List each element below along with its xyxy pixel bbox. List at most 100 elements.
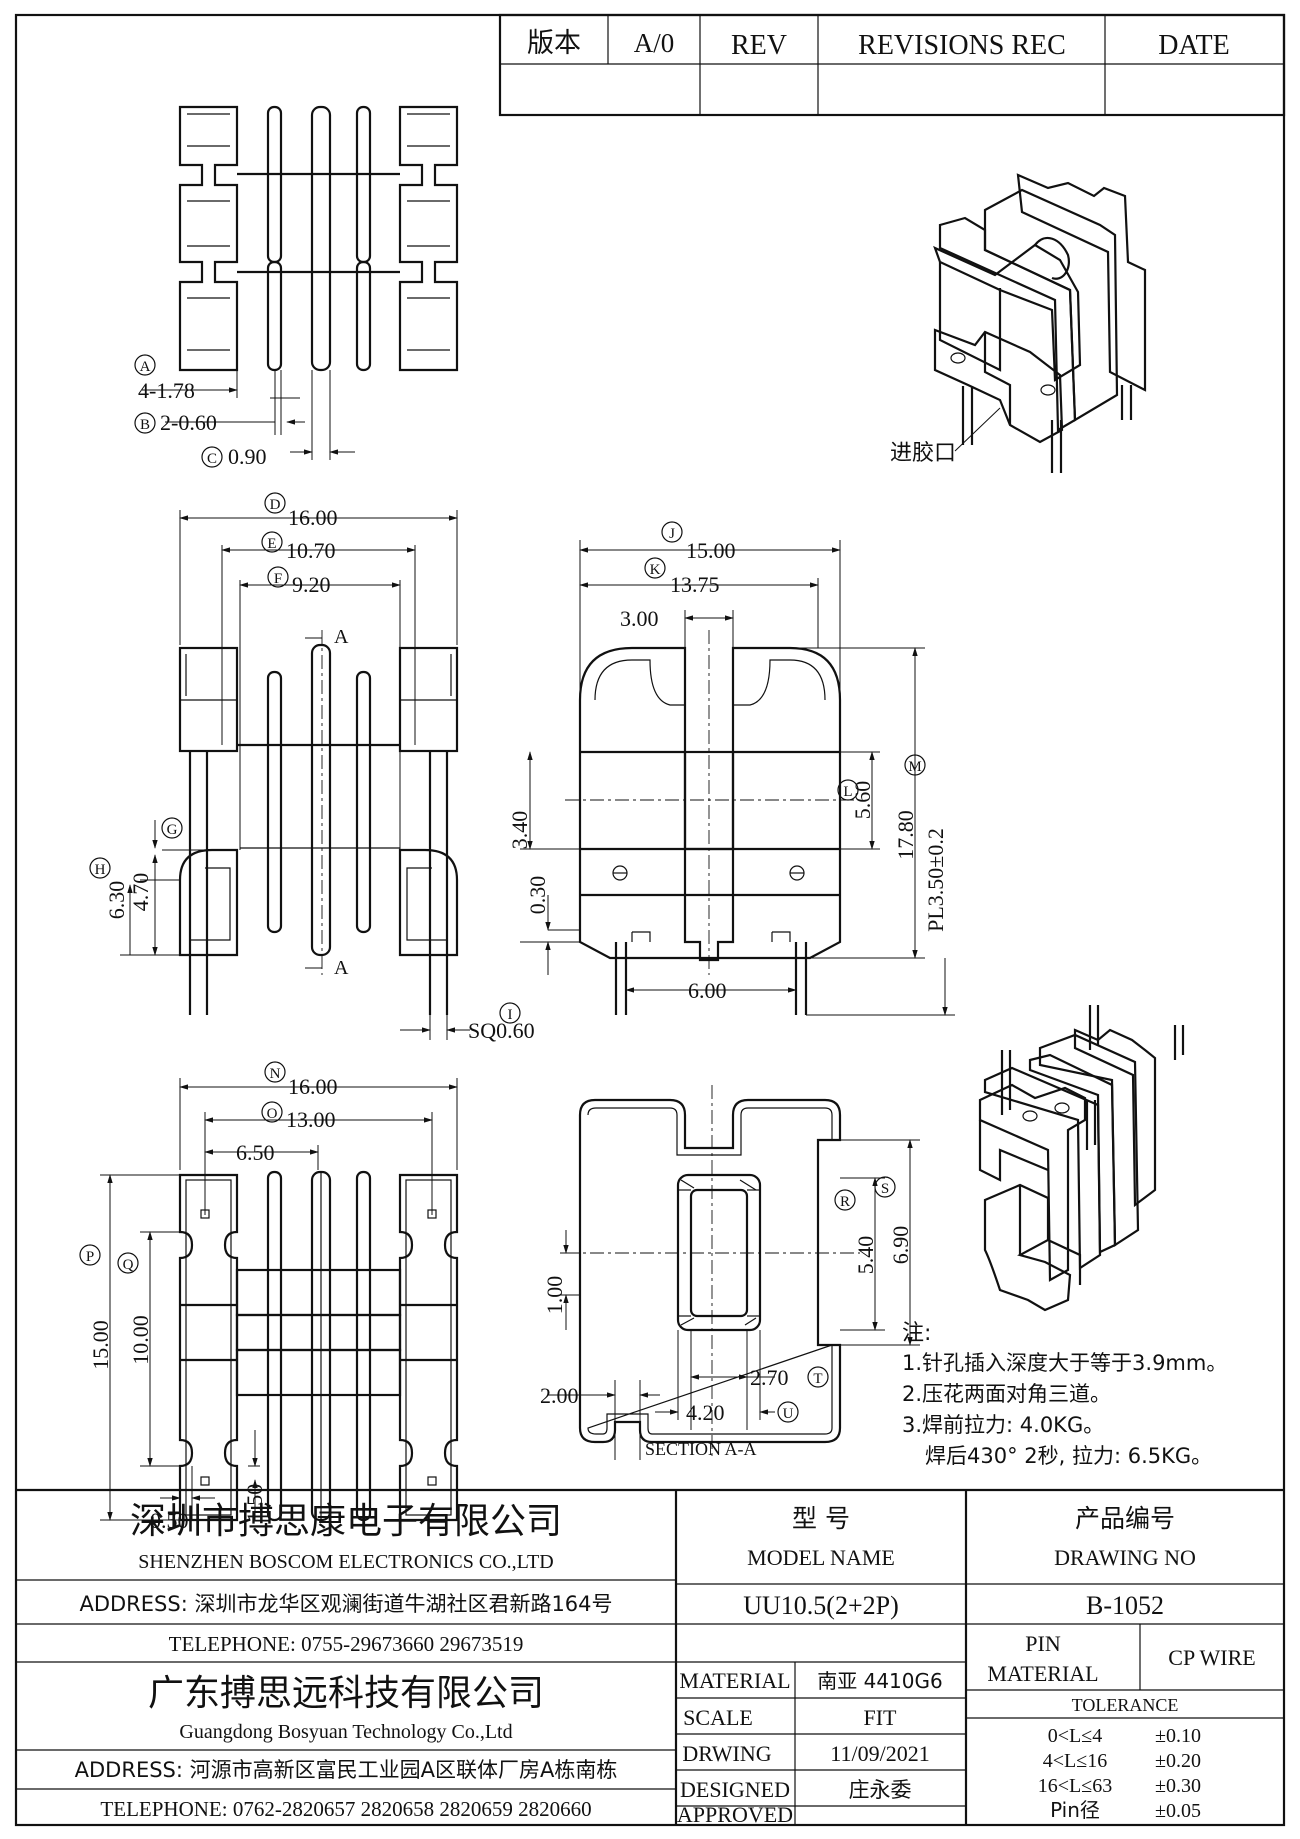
callout-d: D — [270, 497, 281, 513]
callout-f: F — [274, 571, 282, 587]
tolerance-value-4: ±0.05 — [1155, 1800, 1201, 1822]
title-block: 深圳市搏思康电子有限公司 SHENZHEN BOSCOM ELECTRONICS… — [16, 1488, 1284, 1827]
dim-g: 4.70 — [128, 873, 153, 912]
version-value: A/0 — [634, 28, 675, 58]
tolerance-value-3: ±0.30 — [1155, 1775, 1201, 1797]
dim-pin-span: 6.00 — [688, 978, 727, 1003]
scale-value: FIT — [864, 1705, 898, 1730]
dim-s: 6.90 — [888, 1226, 913, 1265]
telephone1: TELEPHONE: 0755-29673660 29673519 — [169, 1632, 524, 1656]
iso-view-back: 进胶口 — [890, 173, 1147, 473]
callout-a: A — [140, 359, 151, 375]
section-a-a: R S 5.40 6.90 1.00 2.00 2.70 T 4.20 U SE… — [540, 1085, 920, 1460]
callout-p: P — [86, 1249, 94, 1265]
callout-t: T — [813, 1371, 822, 1387]
callout-c: C — [207, 451, 217, 467]
drawing-date: 11/09/2021 — [830, 1741, 929, 1766]
tolerance-range-4: Pin径 — [1050, 1798, 1100, 1822]
rev-header: REV — [731, 30, 787, 61]
section-mark-top: A — [334, 626, 349, 648]
dim-e: 10.70 — [286, 538, 336, 563]
callout-k: K — [650, 562, 661, 578]
dim-p: 15.00 — [88, 1320, 113, 1370]
dim-n: 16.00 — [288, 1074, 338, 1099]
dim-a: 4-1.78 — [138, 378, 195, 403]
dim-sec2: 2.00 — [540, 1383, 579, 1408]
drawing-no-label-cn: 产品编号 — [1075, 1504, 1175, 1533]
tolerance-value-2: ±0.20 — [1155, 1750, 1201, 1772]
dim-c: 0.90 — [228, 444, 267, 469]
dim-m: 17.80 — [893, 810, 918, 860]
tolerance-range-2: 4<L≤16 — [1043, 1750, 1107, 1772]
callout-q: Q — [123, 1257, 134, 1273]
tolerance-label: TOLERANCE — [1072, 1695, 1179, 1715]
model-label-cn: 型 号 — [792, 1504, 850, 1533]
callout-s: S — [881, 1181, 889, 1197]
dim-f: 9.20 — [292, 572, 331, 597]
version-label: 版本 — [527, 28, 581, 59]
callout-l: L — [843, 784, 852, 800]
company2-en: Guangdong Bosyuan Technology Co.,Ltd — [179, 1721, 512, 1743]
address1: ADDRESS: 深圳市龙华区观澜街道牛湖社区君新路164号 — [79, 1592, 612, 1616]
material-value: 南亚 4410G6 — [817, 1669, 942, 1693]
section-label: SECTION A-A — [645, 1439, 757, 1459]
callout-o: O — [267, 1106, 278, 1122]
note-2: 2.压花两面对角三道。 — [902, 1382, 1111, 1406]
callout-r: R — [840, 1194, 850, 1210]
drawing-no-value: B-1052 — [1086, 1591, 1164, 1620]
section-mark-bottom: A — [334, 957, 349, 979]
dim-o: 13.00 — [286, 1107, 336, 1132]
company2-cn: 广东搏思远科技有限公司 — [148, 1673, 544, 1714]
dim-m3: 0.30 — [525, 876, 550, 915]
dim-k: 13.75 — [670, 572, 720, 597]
notes: 注: 1.针孔插入深度大于等于3.9mm。 2.压花两面对角三道。 3.焊前拉力… — [902, 1321, 1227, 1468]
material-label: MATERIAL — [679, 1668, 790, 1693]
callout-e: E — [267, 536, 276, 552]
note-4: 焊后430° 2秒, 拉力: 6.5KG。 — [925, 1444, 1212, 1468]
callout-h: H — [95, 862, 106, 878]
company1-cn: 深圳市搏思康电子有限公司 — [130, 1501, 562, 1542]
callout-i: I — [508, 1007, 513, 1023]
dim-o2: 6.50 — [236, 1140, 275, 1165]
callout-g: G — [167, 822, 178, 838]
tolerance-range-3: 16<L≤63 — [1038, 1775, 1112, 1797]
address2: ADDRESS: 河源市高新区富民工业园A区联体厂房A栋南栋 — [75, 1758, 618, 1782]
front-view: D 16.00 E 10.70 F 9.20 — [89, 492, 535, 1043]
dim-l: 5.60 — [850, 781, 875, 820]
side-view: J 15.00 K 13.75 3.00 — [507, 521, 955, 1016]
revisions-header: REVISIONS REC — [858, 30, 1066, 61]
model-value: UU10.5(2+2P) — [743, 1591, 899, 1620]
dim-u: 4.20 — [686, 1400, 725, 1425]
dim-i: SQ0.60 — [468, 1018, 535, 1043]
designed-value: 庄永委 — [849, 1778, 912, 1802]
drawing-no-label-en: DRAWING NO — [1054, 1545, 1196, 1570]
callout-u: U — [783, 1406, 794, 1422]
dim-q2: 0.50 — [150, 1508, 189, 1533]
dim-pitch: PL3.50±0.2 — [923, 828, 948, 932]
dim-d: 16.00 — [288, 505, 338, 530]
note-1: 1.针孔插入深度大于等于3.9mm。 — [902, 1351, 1227, 1375]
date-header: DATE — [1158, 30, 1230, 61]
pin-material-value: CP WIRE — [1168, 1645, 1255, 1670]
callout-b: B — [140, 417, 150, 433]
callout-j: J — [669, 526, 675, 542]
top-view: A 4-1.78 B 2-0.60 C 0.90 — [134, 105, 459, 469]
dim-sec1: 1.00 — [542, 1276, 567, 1315]
dim-b: 2-0.60 — [160, 410, 217, 435]
dim-t: 2.70 — [750, 1365, 789, 1390]
note-3: 3.焊前拉力: 4.0KG。 — [902, 1413, 1104, 1437]
callout-n: N — [270, 1066, 281, 1082]
dim-h: 6.30 — [104, 881, 129, 920]
callout-m: M — [908, 759, 921, 775]
pin-material-label-2: MATERIAL — [987, 1661, 1098, 1686]
dim-j: 15.00 — [686, 538, 736, 563]
dim-m2: 3.40 — [507, 811, 532, 850]
tolerance-value-1: ±0.10 — [1155, 1725, 1201, 1747]
drawing-label: DRWING — [682, 1741, 771, 1766]
company1-en: SHENZHEN BOSCOM ELECTRONICS CO.,LTD — [138, 1551, 553, 1573]
approved-label: APPROVED — [677, 1802, 793, 1827]
notes-title: 注: — [902, 1321, 931, 1346]
telephone2: TELEPHONE: 0762-2820657 2820658 2820659 … — [100, 1797, 591, 1821]
revision-table: 版本 A/0 REV REVISIONS REC DATE — [498, 13, 1286, 117]
